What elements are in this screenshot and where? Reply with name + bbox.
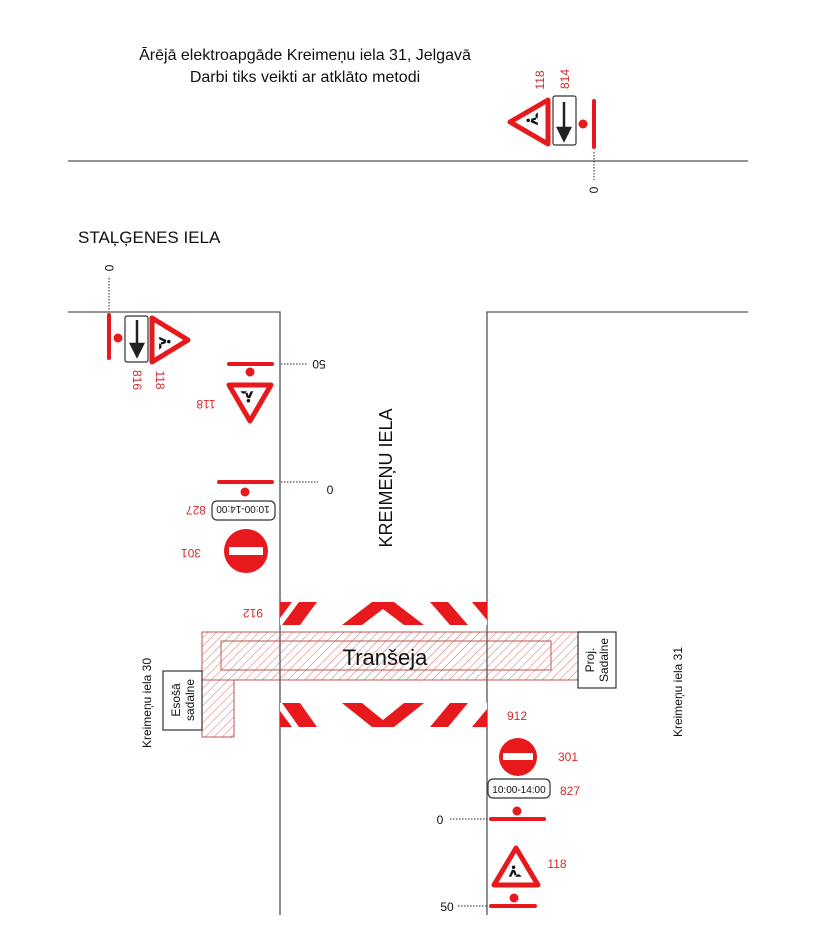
projected-cabinet-label: Proj. <box>583 648 597 673</box>
barrier-top <box>280 602 487 625</box>
sign-post-dot <box>113 333 123 343</box>
road-works-sign-icon <box>507 97 551 147</box>
sign-code-label: 827 <box>186 503 206 517</box>
time-plate-text: 10:00-14:00 <box>492 785 546 796</box>
existing-cabinet: Esošā sadalne <box>162 670 203 731</box>
existing-cabinet-label: sadalne <box>183 679 197 721</box>
sign-code-label: 816 <box>130 370 144 390</box>
projected-cabinet-label: Sadalne <box>597 638 611 682</box>
sign-code-label: 118 <box>533 70 547 89</box>
time-plate-sign <box>487 778 551 799</box>
sign-code-label: 814 <box>558 69 572 89</box>
house-31-label: Kreimeņu iela 31 <box>671 647 685 737</box>
sign-code-label: 301 <box>181 546 201 560</box>
cross-street-label: STAĻĢENES IELA <box>78 228 221 247</box>
sign-code-label: 827 <box>560 784 580 798</box>
sign-post-dot <box>578 119 588 129</box>
sign-post-dot <box>240 487 250 497</box>
left-top-sign-group: 0 816 118 <box>102 265 191 390</box>
sign-post-dot <box>512 806 522 816</box>
house-30-label: Kreimeņu iela 30 <box>140 658 154 748</box>
distance-label: 0 <box>102 265 116 272</box>
road-works-sign-icon <box>491 845 541 888</box>
top-sign-group: 0 118 814 <box>507 69 601 193</box>
main-street-label: KREIMEŅU IELA <box>376 408 396 547</box>
sign-code-label: 301 <box>558 750 578 764</box>
barrier-bottom <box>280 703 487 727</box>
distance-label: 0 <box>587 186 601 193</box>
projected-cabinet: Proj. Sadalne <box>577 631 617 689</box>
sign-code-label: 118 <box>196 397 215 411</box>
time-plate-sign <box>211 500 276 521</box>
distance-label: 50 <box>440 900 454 914</box>
distance-label: 0 <box>327 483 334 497</box>
road-works-sign-icon <box>226 382 274 424</box>
title-line-1: Ārējā elektroapgāde Kreimeņu iela 31, Je… <box>139 46 471 64</box>
left-work-sign-group: 118 50 <box>196 357 326 424</box>
distance-label: 0 <box>437 813 444 827</box>
sign-post-dot <box>245 367 255 377</box>
sign-code-label: 118 <box>153 370 167 389</box>
left-no-entry-group: 0 10:00-14:00 827 301 <box>181 480 334 573</box>
sign-post-dot <box>509 893 519 903</box>
right-work-sign-group: 118 50 <box>440 845 567 914</box>
distance-label: 50 <box>312 357 326 371</box>
title-line-2: Darbi tiks veikti ar atklāto metodi <box>190 69 420 86</box>
existing-cabinet-label: Esošā <box>169 683 183 717</box>
road-edge-right <box>486 311 748 915</box>
trench-label: Tranšeja <box>343 645 429 670</box>
sign-code-label: 912 <box>507 709 527 723</box>
road-works-sign-icon <box>149 315 191 365</box>
sign-code-label: 912 <box>243 606 263 620</box>
right-no-entry-group: 301 10:00-14:00 827 0 <box>437 738 580 827</box>
time-plate-text: 10:00-14:00 <box>216 503 270 514</box>
sign-code-label: 118 <box>547 857 566 871</box>
